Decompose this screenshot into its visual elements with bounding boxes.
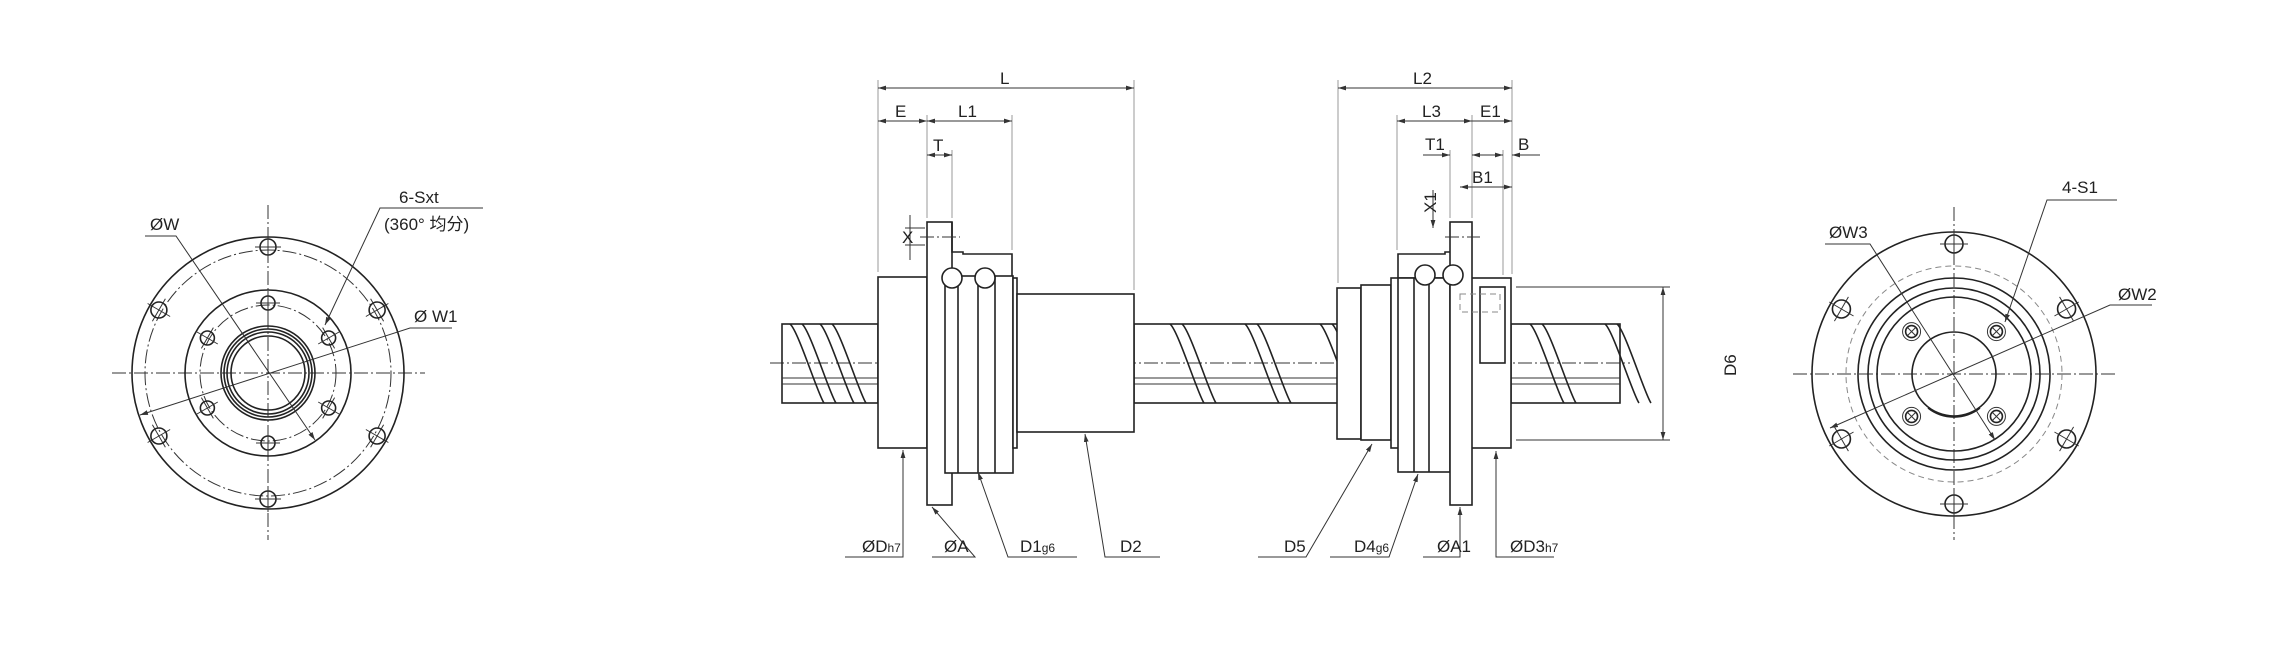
inner-bolt-holes bbox=[196, 291, 340, 455]
dim-X1: X1 bbox=[1421, 192, 1440, 213]
left-nut bbox=[877, 221, 1135, 506]
dim-B: B bbox=[1518, 135, 1529, 154]
left-end-view: ØW 6-Sxt (360° 均分) Ø W1 bbox=[112, 188, 483, 540]
mounting-hole bbox=[1829, 426, 1854, 452]
mounting-hole bbox=[1829, 296, 1854, 322]
dim-E: E bbox=[895, 102, 906, 121]
dim-B1: B1 bbox=[1472, 168, 1493, 187]
right-end-view: 4-S1 ØW3 ØW2 bbox=[1793, 178, 2157, 540]
bolt-hole bbox=[255, 486, 281, 512]
tapped-hole bbox=[1902, 322, 1922, 342]
bolt-hole bbox=[196, 397, 219, 419]
label-360-equal: (360° 均分) bbox=[384, 215, 469, 234]
label-dia-a: ØA bbox=[944, 537, 969, 556]
right-nut bbox=[1336, 221, 1512, 506]
dim-L3: L3 bbox=[1422, 102, 1441, 121]
outer-bolt-holes bbox=[147, 234, 389, 512]
side-view: L E L1 T X L2 L3 E1 T1 B B1 X1 D6 ØDh7 ØA… bbox=[770, 69, 1740, 558]
label-dia-d: ØDh7 bbox=[862, 537, 901, 556]
dim-E1: E1 bbox=[1480, 102, 1501, 121]
label-w: ØW bbox=[150, 215, 179, 234]
bolt-hole bbox=[196, 327, 219, 349]
mounting-hole bbox=[2054, 296, 2079, 322]
dim-D6: D6 bbox=[1721, 354, 1740, 376]
dim-L2: L2 bbox=[1413, 69, 1432, 88]
tapped-hole bbox=[1986, 406, 2006, 426]
label-w2: ØW2 bbox=[2118, 285, 2157, 304]
dim-T1: T1 bbox=[1425, 135, 1445, 154]
bolt-hole bbox=[256, 291, 280, 315]
dim-L1: L1 bbox=[958, 102, 977, 121]
bottom-leaders bbox=[845, 433, 1554, 558]
label-d4: D4g6 bbox=[1354, 537, 1389, 556]
label-d1: D1g6 bbox=[1020, 537, 1055, 556]
bolt-hole bbox=[147, 298, 171, 322]
label-4-s1: 4-S1 bbox=[2062, 178, 2098, 197]
dim-T: T bbox=[933, 136, 943, 155]
label-dia-d3: ØD3h7 bbox=[1510, 537, 1559, 556]
bolt-hole bbox=[256, 431, 280, 455]
dim-X: X bbox=[902, 228, 913, 247]
bolt-hole bbox=[365, 298, 389, 322]
mounting-hole bbox=[1940, 230, 1968, 258]
bolt-hole bbox=[255, 234, 281, 260]
tapped-holes-s1 bbox=[1902, 322, 2006, 426]
label-d5: D5 bbox=[1284, 537, 1306, 556]
label-dia-a1: ØA1 bbox=[1437, 537, 1471, 556]
bolt-hole bbox=[147, 424, 171, 448]
mounting-hole bbox=[1940, 490, 1968, 518]
mounting-hole bbox=[2054, 426, 2079, 452]
dimension-lines bbox=[877, 80, 1670, 441]
label-6-sxt: 6-Sxt bbox=[399, 188, 439, 207]
label-w1: Ø W1 bbox=[414, 307, 457, 326]
tapped-hole bbox=[1902, 406, 1922, 426]
bolt-hole bbox=[365, 424, 389, 448]
label-w3: ØW3 bbox=[1829, 223, 1868, 242]
outer-mounting-holes bbox=[1829, 230, 2079, 518]
bolt-hole bbox=[317, 397, 340, 419]
tapped-hole bbox=[1986, 322, 2006, 342]
dim-L: L bbox=[1000, 69, 1009, 88]
bolt-hole bbox=[317, 327, 340, 349]
label-d2: D2 bbox=[1120, 537, 1142, 556]
